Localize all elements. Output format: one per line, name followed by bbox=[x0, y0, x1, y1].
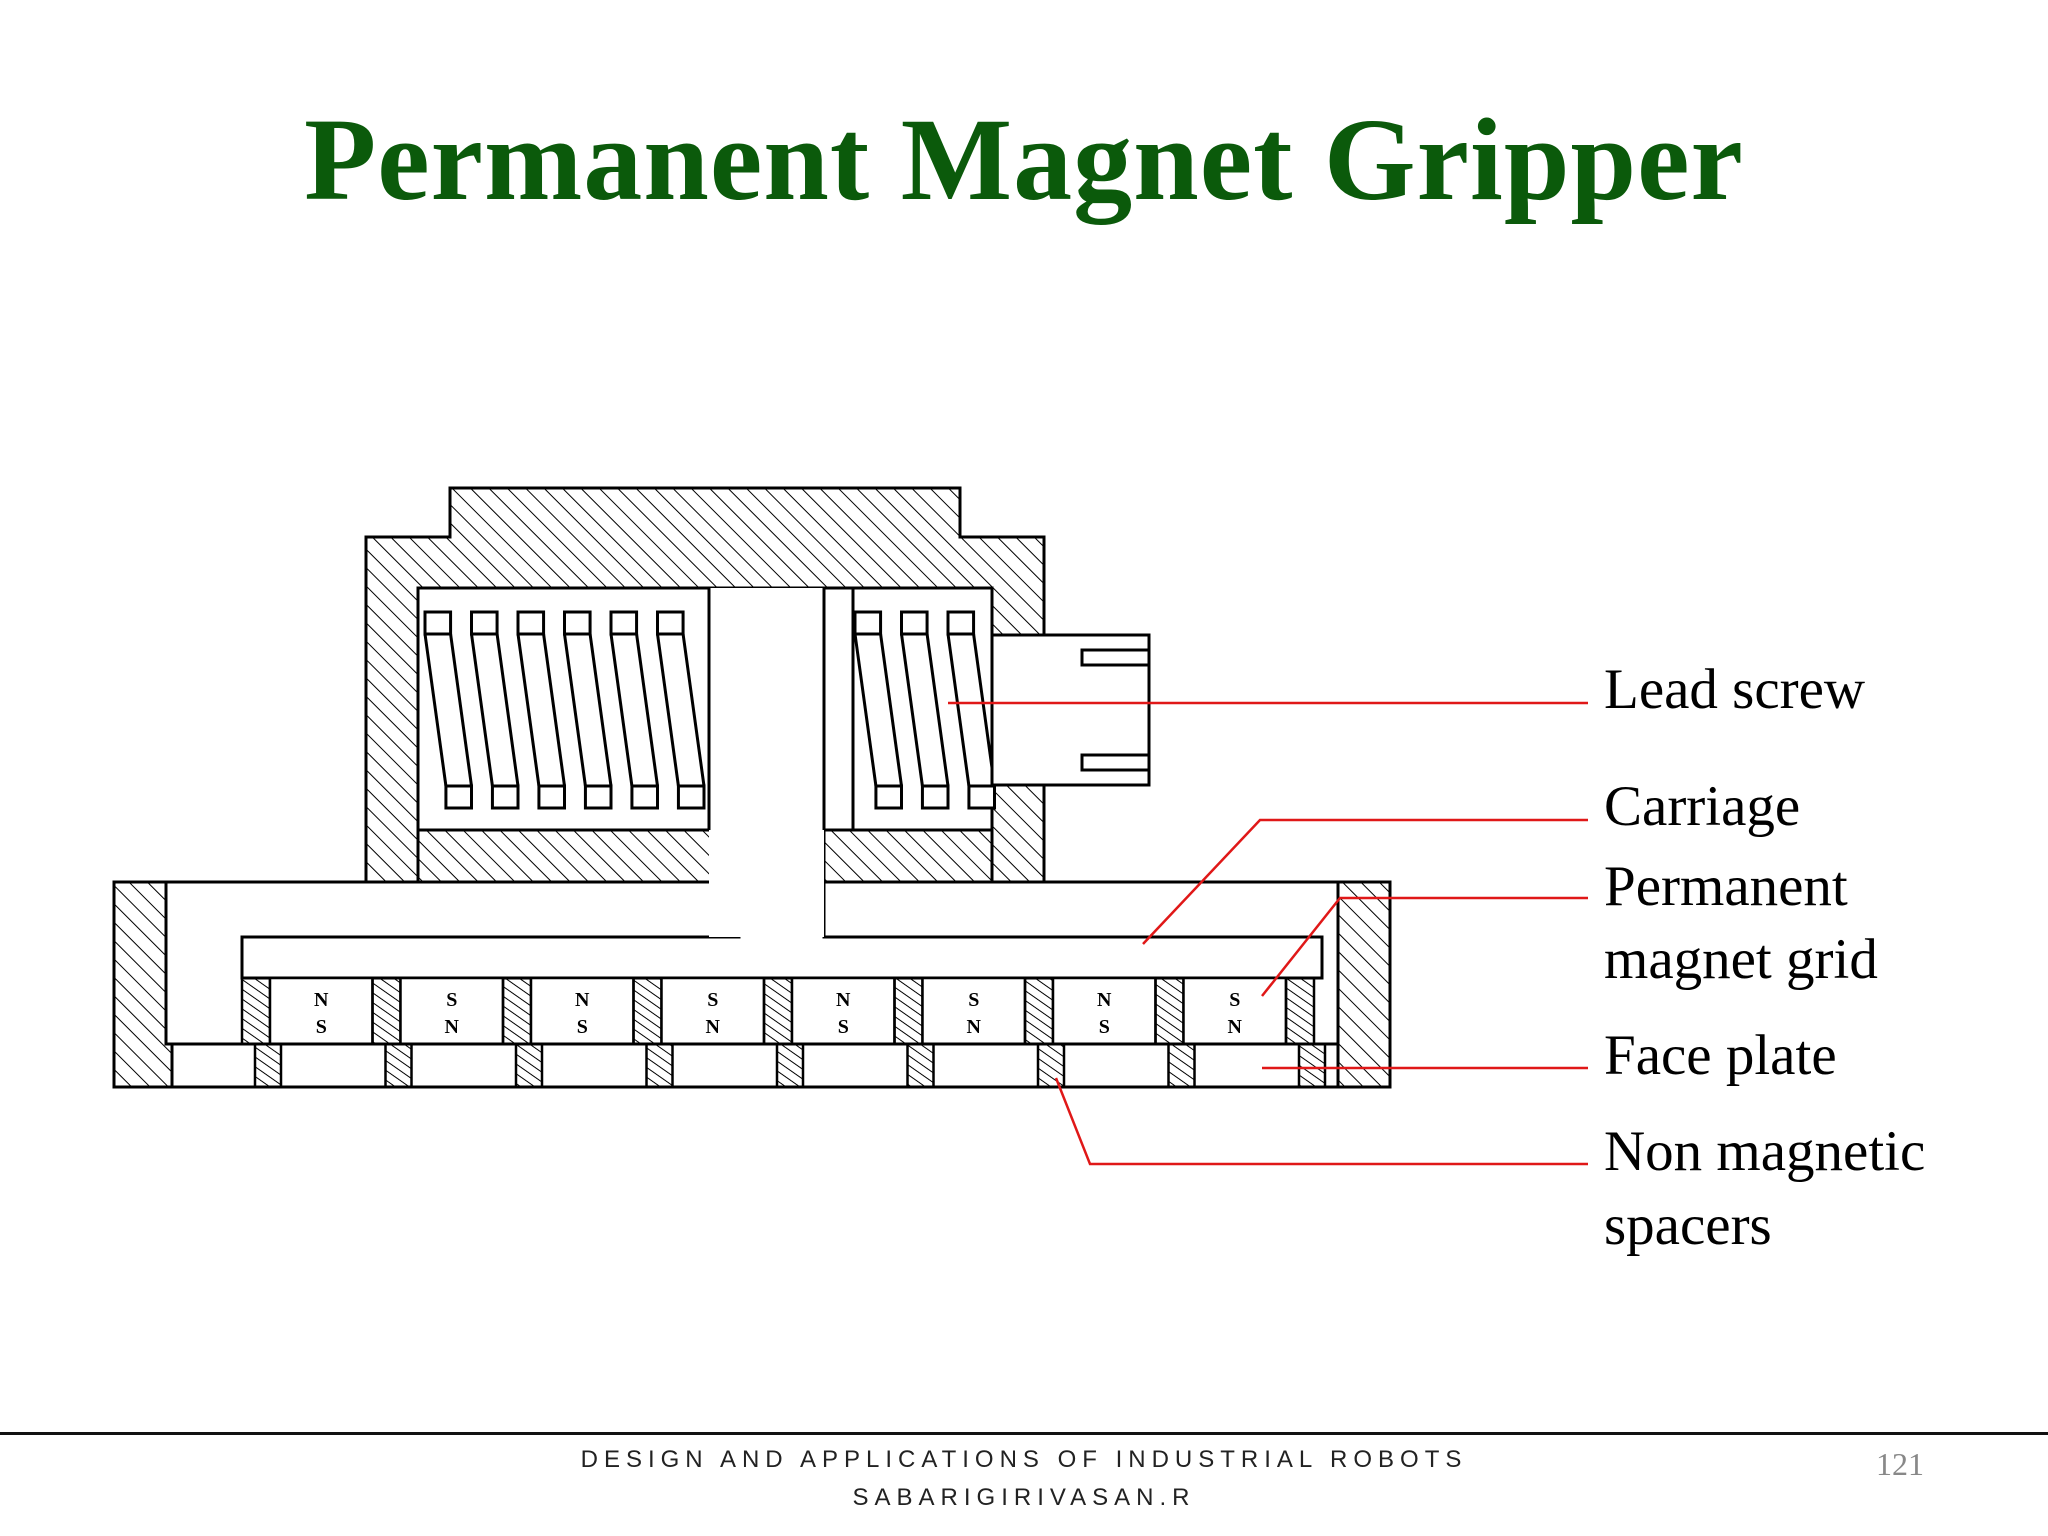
magnet-spacer bbox=[893, 976, 924, 1046]
motor-coupling bbox=[990, 633, 1151, 787]
magnet-spacer bbox=[1154, 976, 1185, 1046]
magnet-pole-bottom: N bbox=[445, 1016, 460, 1038]
non-magnetic-spacer bbox=[384, 1042, 413, 1089]
footer-course: DESIGN AND APPLICATIONS OF INDUSTRIAL RO… bbox=[580, 1446, 1468, 1473]
magnet-pole-bottom: S bbox=[316, 1016, 327, 1038]
non-magnetic-spacer bbox=[906, 1042, 935, 1089]
magnet-block bbox=[660, 976, 766, 1046]
magnet-spacer bbox=[632, 976, 663, 1046]
non-magnetic-spacer bbox=[645, 1042, 674, 1089]
non-magnetic-spacer bbox=[253, 1042, 283, 1089]
magnet-spacer bbox=[762, 976, 794, 1046]
magnet-block bbox=[529, 976, 635, 1046]
footer-author: SABARIGIRIVASAN.R bbox=[852, 1484, 1196, 1511]
non-magnetic-spacer bbox=[1297, 1042, 1327, 1089]
label-face-plate: Face plate bbox=[1604, 1024, 1837, 1087]
magnet-pole-top: S bbox=[1229, 989, 1240, 1011]
slide-title: Permanent Magnet Gripper bbox=[304, 94, 1744, 225]
magnet-pole-bottom: S bbox=[1099, 1016, 1110, 1038]
label-spacers-line1: Non magnetic bbox=[1604, 1120, 1925, 1183]
magnet-pole-bottom: S bbox=[838, 1016, 849, 1038]
magnet-pole-bottom: S bbox=[577, 1016, 588, 1038]
label-spacers-line2: spacers bbox=[1604, 1194, 1772, 1257]
label-pm-grid-line1: Permanent bbox=[1604, 855, 1848, 918]
magnet-pole-top: N bbox=[1097, 989, 1112, 1011]
label-pm-grid-line2: magnet grid bbox=[1604, 928, 1878, 991]
page-number: 121 bbox=[1876, 1446, 1924, 1482]
magnet-pole-top: S bbox=[707, 989, 718, 1011]
magnet-pole-top: S bbox=[968, 989, 979, 1011]
leader-carriage bbox=[1142, 818, 1588, 945]
leader-magnet-grid bbox=[1261, 896, 1588, 997]
face-plate-body bbox=[170, 1042, 1340, 1089]
magnet-spacer bbox=[1023, 976, 1055, 1046]
face-plate bbox=[170, 1042, 1340, 1089]
non-magnetic-spacer bbox=[1036, 1042, 1066, 1089]
lead-screw bbox=[423, 610, 996, 810]
footer-divider bbox=[0, 1432, 2048, 1435]
magnet-pole-top: N bbox=[575, 989, 590, 1011]
non-magnetic-spacer bbox=[775, 1042, 805, 1089]
carriage bbox=[240, 588, 1324, 980]
magnet-spacer bbox=[371, 976, 402, 1046]
magnet-pole-bottom: N bbox=[967, 1016, 982, 1038]
magnet-spacer bbox=[501, 976, 533, 1046]
magnet-pole-bottom: N bbox=[1228, 1016, 1243, 1038]
magnet-spacer bbox=[240, 976, 272, 1046]
non-magnetic-spacer bbox=[514, 1042, 544, 1089]
magnet-pole-top: N bbox=[836, 989, 851, 1011]
leader-spacers bbox=[1054, 1077, 1588, 1166]
magnet-pole-bottom: N bbox=[706, 1016, 721, 1038]
magnet-pole-top: S bbox=[446, 989, 457, 1011]
label-lead-screw: Lead screw bbox=[1604, 658, 1865, 721]
leader-lines bbox=[948, 701, 1588, 1166]
magnet-pole-top: N bbox=[314, 989, 329, 1011]
magnet-spacer bbox=[1284, 976, 1316, 1046]
non-magnetic-spacer bbox=[1167, 1042, 1196, 1089]
label-carriage: Carriage bbox=[1604, 775, 1800, 838]
magnet-block bbox=[921, 976, 1027, 1046]
